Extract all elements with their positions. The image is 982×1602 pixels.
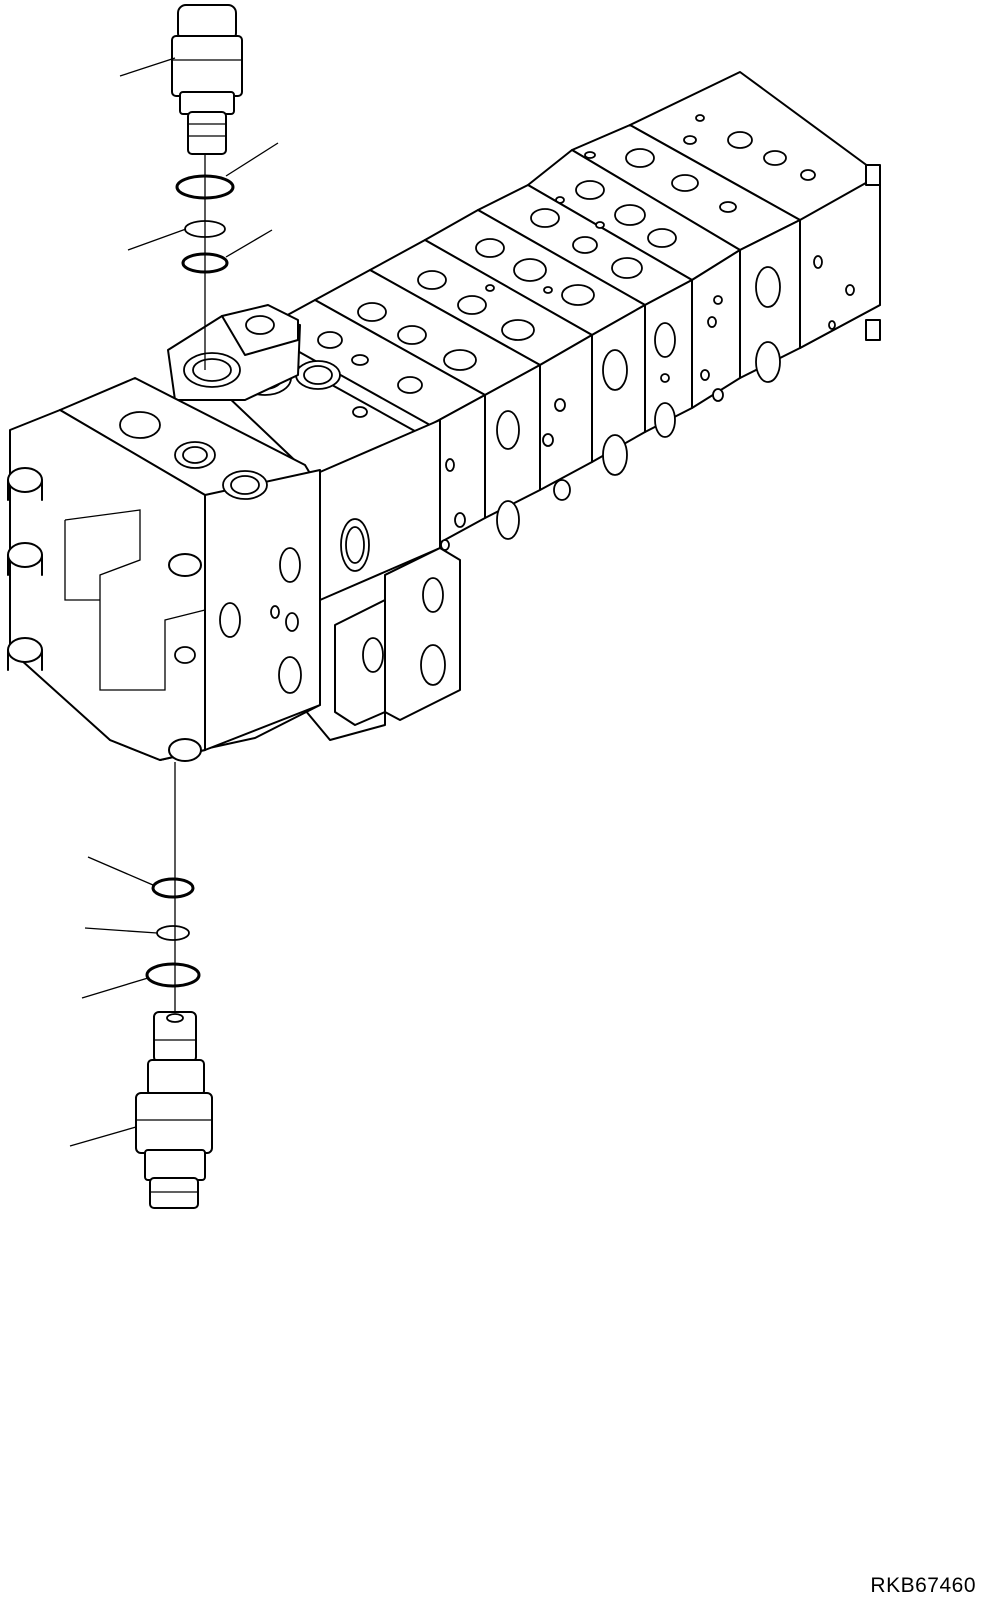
upper-relief-valve (171, 4, 243, 155)
callout-leader-lines (69, 57, 279, 1147)
front-end-cover (7, 409, 206, 762)
lower-relief-valve (135, 1011, 213, 1209)
drawing-code: RKB67460 (870, 1574, 976, 1597)
control-valve-assembly (7, 71, 881, 762)
end-cover (629, 71, 881, 349)
valve-sections (259, 124, 801, 551)
